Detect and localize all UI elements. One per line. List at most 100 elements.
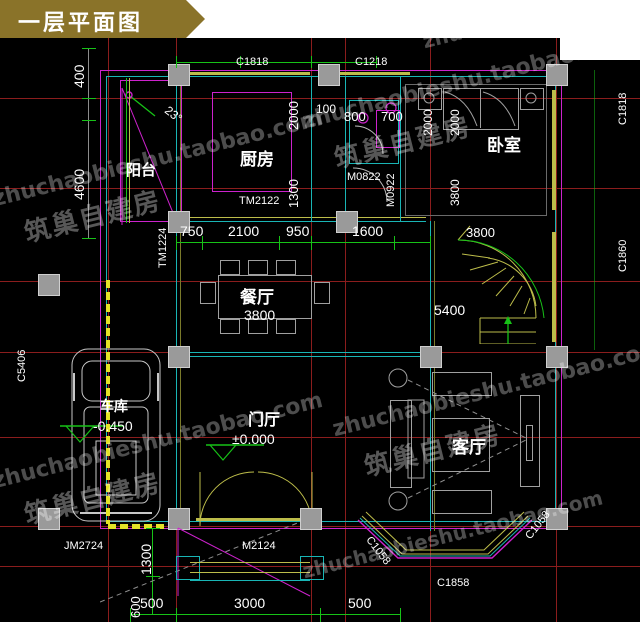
column bbox=[168, 508, 190, 530]
elevation-garage: -0.450 bbox=[93, 418, 133, 434]
foyer-elevation-marker bbox=[206, 444, 264, 461]
room-label-dining: 餐厅 bbox=[240, 288, 274, 308]
room-label-garage: 车库 bbox=[100, 399, 128, 415]
dim-tick bbox=[376, 56, 377, 68]
dim-tick bbox=[82, 238, 96, 239]
dim-kitchen-1300: 1300 bbox=[286, 179, 301, 208]
nightstand bbox=[418, 88, 442, 110]
wall-outline bbox=[561, 70, 562, 528]
interior-wall bbox=[400, 76, 401, 222]
room-label-living: 客厅 bbox=[452, 438, 486, 458]
column bbox=[168, 211, 190, 233]
balcony-rail bbox=[126, 78, 127, 223]
room-label-kitchen: 厨房 bbox=[240, 150, 274, 170]
dim-500-left: 500 bbox=[140, 595, 164, 611]
dim-600-bottom: 600 bbox=[128, 596, 143, 618]
dim-chain bbox=[88, 48, 89, 238]
sofa-bottom bbox=[432, 490, 492, 514]
axis-line-h bbox=[0, 437, 640, 438]
dim-chain bbox=[176, 62, 376, 63]
dim-tick bbox=[82, 98, 96, 99]
dim-chain bbox=[594, 70, 595, 350]
entry-step bbox=[190, 580, 310, 581]
axis-line-v bbox=[345, 38, 346, 622]
dim-800: 800 bbox=[344, 109, 366, 124]
garage-side-window bbox=[106, 280, 110, 524]
dim-100: 100 bbox=[316, 102, 337, 116]
dim-tick bbox=[146, 576, 160, 577]
room-label-balcony: 阳台 bbox=[126, 161, 157, 179]
axis-line-v bbox=[556, 38, 557, 622]
dining-chair bbox=[220, 319, 240, 334]
dim-750: 750 bbox=[180, 223, 204, 239]
wall-inner-face bbox=[106, 521, 556, 522]
column bbox=[38, 508, 60, 530]
dim-4600: 4600 bbox=[71, 168, 87, 200]
dim-tick bbox=[176, 236, 177, 250]
dim-tick bbox=[430, 236, 431, 250]
dim-kitchen-2000: 2000 bbox=[286, 101, 301, 130]
elevation-foyer: ±0.000 bbox=[232, 431, 275, 447]
garage-door bbox=[108, 524, 176, 529]
dim-950: 950 bbox=[286, 223, 310, 239]
bay-window bbox=[357, 511, 533, 559]
right-white-margin bbox=[560, 38, 640, 60]
window-label-c1218: C1218 bbox=[355, 56, 388, 68]
dim-tick bbox=[311, 56, 312, 68]
window-glazing bbox=[340, 72, 410, 75]
dim-700: 700 bbox=[381, 109, 403, 124]
dim-bedroom-2000-a: 2000 bbox=[421, 109, 435, 136]
entry-column bbox=[300, 556, 324, 580]
axis-line-h bbox=[0, 188, 640, 189]
interior-wall bbox=[176, 356, 430, 357]
column bbox=[300, 508, 322, 530]
garage-elevation-marker bbox=[60, 425, 124, 443]
dim-tick bbox=[176, 56, 177, 68]
window-glazing bbox=[552, 90, 556, 210]
dim-tick bbox=[130, 608, 131, 622]
dining-chair bbox=[248, 319, 268, 334]
kitchen-counter-edge bbox=[212, 92, 290, 93]
dim-tick bbox=[146, 614, 160, 615]
interior-wall bbox=[434, 221, 435, 531]
entry-step bbox=[190, 572, 310, 573]
entry-step bbox=[190, 562, 310, 563]
window-label-c5406: C5406 bbox=[16, 349, 28, 382]
window-label-c1818-top: C1818 bbox=[236, 56, 269, 68]
dining-chair bbox=[276, 260, 296, 275]
column bbox=[168, 346, 190, 368]
door-opening bbox=[196, 518, 300, 521]
balcony-rail bbox=[129, 78, 130, 223]
nightstand bbox=[520, 88, 544, 110]
dim-tick bbox=[82, 48, 96, 49]
window-glazing bbox=[190, 72, 310, 75]
wall-outline bbox=[100, 70, 101, 528]
dim-tick bbox=[400, 608, 401, 622]
living-room-layout-lines bbox=[388, 368, 527, 511]
dim-tick bbox=[202, 236, 203, 250]
door-label-jm2724: JM2724 bbox=[64, 540, 104, 552]
dim-chain bbox=[152, 528, 153, 614]
door-label-tm1224: TM1224 bbox=[157, 227, 169, 268]
dim-tick bbox=[320, 608, 321, 622]
dim-living-width: 5400 bbox=[434, 302, 466, 318]
interior-wall bbox=[176, 352, 430, 353]
bed-pillows bbox=[444, 91, 516, 127]
dim-tick bbox=[240, 56, 241, 68]
dim-tick bbox=[394, 236, 395, 250]
column bbox=[336, 211, 358, 233]
dim-tick bbox=[279, 236, 280, 250]
interior-wall bbox=[430, 221, 431, 531]
wall-outline bbox=[100, 528, 562, 529]
window-label-c1858: C1858 bbox=[437, 577, 470, 589]
bathroom-outline bbox=[349, 100, 399, 164]
axis-line-v bbox=[311, 38, 312, 622]
dining-table bbox=[218, 275, 312, 319]
column bbox=[546, 64, 568, 86]
column bbox=[168, 64, 190, 86]
interior-wall bbox=[311, 76, 312, 222]
axis-line-h bbox=[0, 98, 640, 99]
room-label-bedroom: 卧室 bbox=[487, 136, 521, 156]
bed-furniture bbox=[443, 88, 519, 130]
